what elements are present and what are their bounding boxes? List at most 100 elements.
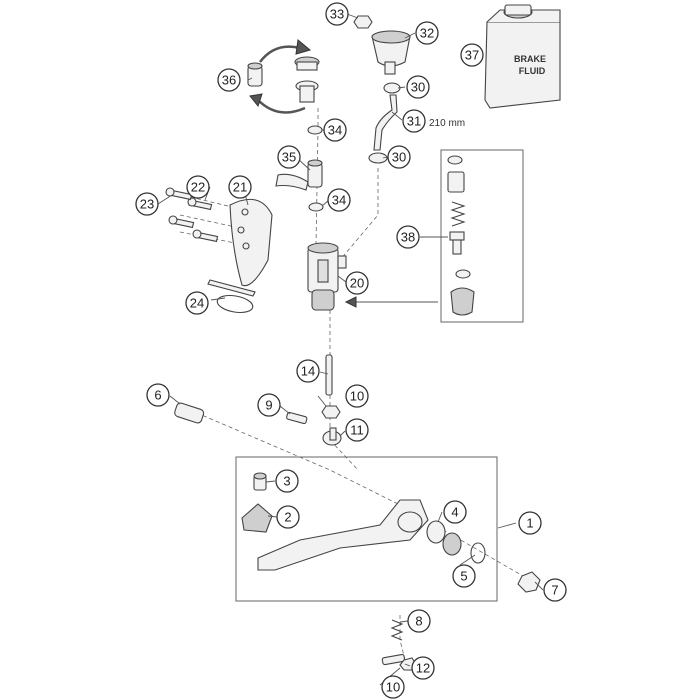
pedal-bushing	[426, 520, 462, 556]
svg-text:5: 5	[460, 569, 467, 584]
brake-fluid-bottle: BRAKE FLUID	[484, 4, 561, 109]
banjo-connector	[275, 159, 323, 191]
svg-text:30: 30	[411, 80, 425, 95]
assembly-frame-master-cylinder-kit	[440, 149, 524, 323]
svg-text:38: 38	[401, 230, 415, 245]
callout-7: 7	[543, 578, 567, 602]
hose-length-note: 210 mm	[429, 118, 465, 129]
callout-10-lower: 10	[381, 675, 405, 699]
bolt-22	[187, 197, 213, 211]
nut-upper	[321, 405, 341, 419]
callout-1: 1	[518, 511, 542, 535]
callout-34-upper: 34	[323, 118, 347, 142]
leader-lines	[157, 13, 544, 686]
callout-37: 37	[460, 43, 484, 67]
reservoir-connector	[294, 56, 320, 103]
fluid-reservoir	[371, 30, 411, 75]
assembly-line-bolts-21	[179, 196, 246, 246]
callout-36: 36	[217, 68, 241, 92]
svg-text:8: 8	[415, 614, 422, 629]
callout-22: 22	[186, 175, 210, 199]
repair-kit-parts	[447, 155, 475, 316]
pedal-tip	[241, 503, 273, 533]
svg-text:4: 4	[451, 505, 458, 520]
hose-clamp-upper	[383, 82, 401, 94]
svg-text:1: 1	[526, 516, 533, 531]
svg-text:21: 21	[233, 180, 247, 195]
callout-35: 35	[277, 145, 301, 169]
callout-23: 23	[135, 192, 159, 216]
callout-9: 9	[257, 393, 281, 417]
callout-3: 3	[275, 469, 299, 493]
clevis-bolt	[286, 411, 308, 425]
svg-text:36: 36	[222, 73, 236, 88]
svg-text:10: 10	[386, 680, 400, 695]
svg-text:34: 34	[328, 123, 342, 138]
reservoir-cap	[353, 15, 373, 29]
heel-guard	[229, 198, 273, 287]
bottle-label-line1: BRAKE	[514, 54, 546, 64]
callout-8: 8	[407, 609, 431, 633]
svg-text:6: 6	[154, 388, 161, 403]
hose-clamp-lower	[368, 152, 388, 164]
callout-31: 31	[402, 109, 426, 133]
o-ring-lower	[308, 202, 324, 212]
svg-text:9: 9	[265, 398, 272, 413]
svg-text:31: 31	[407, 114, 421, 129]
svg-text:34: 34	[332, 193, 346, 208]
pedal-washer	[470, 542, 486, 564]
callout-34-lower: 34	[327, 188, 351, 212]
cable-tie	[207, 279, 256, 314]
callout-21: 21	[228, 175, 252, 199]
callout-30-upper: 30	[406, 75, 430, 99]
brake-hose	[373, 94, 398, 151]
callout-32: 32	[415, 21, 439, 45]
adjuster-plug	[247, 62, 263, 87]
clevis-fork	[322, 427, 342, 446]
assembly-line-pedal-axle	[189, 409, 531, 581]
kit-pointer-arrowhead	[344, 296, 357, 308]
brake-pedal	[257, 499, 429, 571]
svg-text:24: 24	[190, 296, 204, 311]
callout-24: 24	[185, 291, 209, 315]
pedal-tip-screw	[253, 472, 267, 491]
svg-text:14: 14	[301, 364, 315, 379]
svg-text:23: 23	[140, 197, 154, 212]
callout-6: 6	[146, 383, 170, 407]
callout-38: 38	[396, 225, 420, 249]
svg-text:22: 22	[191, 180, 205, 195]
svg-text:32: 32	[420, 26, 434, 41]
callout-12: 12	[411, 656, 435, 680]
callout-11: 11	[345, 418, 369, 442]
callout-10-upper: 10	[345, 384, 369, 408]
callout-14: 14	[296, 359, 320, 383]
svg-text:12: 12	[416, 661, 430, 676]
master-cylinder	[307, 242, 347, 311]
svg-text:37: 37	[465, 48, 479, 63]
callout-33: 33	[325, 2, 349, 26]
callout-2: 2	[276, 505, 300, 529]
pedal-axle	[174, 402, 205, 424]
svg-text:3: 3	[283, 474, 290, 489]
assembly-frame-brake-pedal	[235, 456, 498, 602]
svg-text:7: 7	[551, 583, 558, 598]
callout-20: 20	[345, 271, 369, 295]
callout-4: 4	[443, 500, 467, 524]
rotation-arrows	[249, 39, 312, 114]
svg-text:35: 35	[282, 150, 296, 165]
return-spring	[390, 619, 404, 641]
callout-30-lower: 30	[387, 145, 411, 169]
svg-text:20: 20	[350, 276, 364, 291]
callout-5: 5	[452, 564, 476, 588]
spring-bolt	[381, 653, 406, 666]
svg-text:33: 33	[330, 7, 344, 22]
svg-text:2: 2	[284, 510, 291, 525]
o-ring-upper	[307, 125, 323, 135]
pedal-nut	[517, 571, 541, 593]
svg-text:30: 30	[392, 150, 406, 165]
svg-text:11: 11	[350, 423, 364, 438]
bolts-23	[165, 187, 219, 243]
push-rod	[325, 354, 333, 396]
bottle-label-line2: FLUID	[519, 66, 546, 76]
